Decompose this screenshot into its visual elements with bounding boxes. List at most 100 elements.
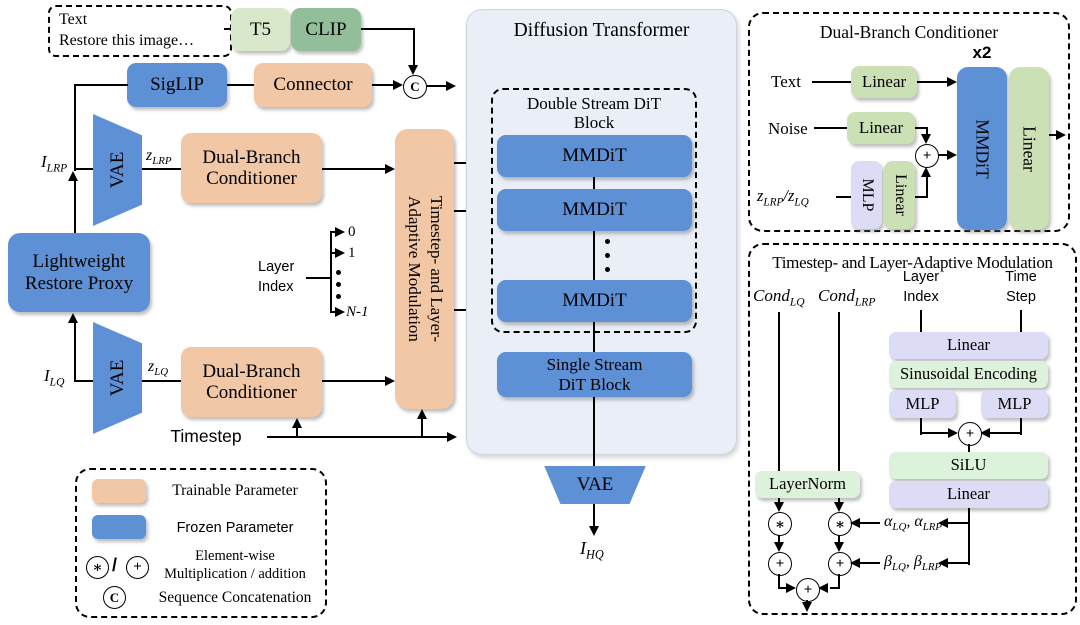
dbc-z-label: zLRP/zLQ: [757, 186, 809, 209]
wire: [593, 177, 596, 189]
z-lq-label: zLQ: [148, 358, 169, 379]
i-lq-label: ILQ: [44, 366, 65, 389]
tlam-linear-bottom: Linear: [889, 481, 1048, 508]
wire: [372, 84, 394, 87]
arrowhead: [850, 557, 860, 568]
arrowhead: [786, 582, 796, 593]
t5-block: T5: [231, 8, 290, 51]
wire: [322, 168, 386, 171]
dbc-linear-z: Linear: [884, 161, 915, 229]
single-stream-block: Single Stream DiT Block: [497, 352, 692, 397]
ellipsis-dot: [336, 294, 341, 299]
dbc-linear-text: Linear: [851, 66, 917, 98]
wire: [267, 436, 448, 439]
add-icon-left: +: [768, 552, 792, 576]
dual-branch-conditioner-bottom: Dual-Branch Conditioner: [181, 347, 322, 417]
ellipsis-dot: [605, 253, 610, 258]
tlam-layernorm-block: LayerNorm: [755, 471, 860, 498]
wire: [74, 168, 94, 171]
multiply-icon-left: ∗: [768, 512, 792, 536]
wire: [427, 85, 447, 88]
wire: [330, 311, 337, 314]
vae-encoder-bottom: VAE: [93, 322, 142, 434]
wire: [920, 310, 923, 332]
wire: [1020, 418, 1023, 435]
arrowhead: [393, 79, 403, 90]
wire: [948, 522, 969, 525]
arrowhead: [947, 149, 957, 160]
arrowhead: [850, 517, 860, 528]
dual-branch-conditioner-top: Dual-Branch Conditioner: [181, 133, 322, 203]
siglip-block: SigLIP: [127, 63, 227, 107]
arrowhead: [588, 526, 599, 536]
arrowhead: [948, 427, 958, 438]
wire: [361, 28, 415, 31]
arrowhead: [938, 517, 948, 528]
vae-encoder-top: VAE: [93, 114, 142, 226]
ellipsis-dot: [336, 270, 341, 275]
tlam-mlp-left: MLP: [889, 390, 956, 418]
wire: [322, 380, 386, 383]
dbc-mmdit-block: MMDiT: [957, 67, 1007, 230]
wire: [948, 562, 969, 565]
wire: [925, 127, 928, 136]
concat-symbol: C: [403, 75, 427, 99]
wire: [915, 127, 928, 130]
wire: [860, 522, 880, 525]
arrowhead: [773, 542, 784, 552]
arrowhead: [446, 80, 456, 91]
wire: [330, 231, 337, 234]
mmdit-block-1: MMDiT: [497, 135, 692, 177]
legend-frozen-label: Frozen Parameter: [176, 519, 294, 536]
multiply-icon: ∗: [86, 556, 109, 579]
wire: [74, 84, 128, 87]
legend-box: [75, 468, 327, 618]
wire: [968, 444, 971, 452]
wire: [227, 84, 254, 87]
index-0: 0: [348, 224, 356, 240]
wire: [812, 81, 851, 84]
wire: [1049, 134, 1058, 137]
legend-trainable-swatch: [92, 479, 146, 503]
wire: [915, 196, 928, 199]
wire: [920, 418, 923, 435]
wire: [920, 432, 950, 435]
wire: [73, 180, 76, 234]
multiply-icon-right: ∗: [828, 512, 852, 536]
i-hq-label: IHQ: [580, 538, 604, 562]
dbc-linear-noise: Linear: [847, 112, 915, 144]
wire: [778, 312, 781, 471]
mmdit-block-2: MMDiT: [497, 189, 692, 231]
double-stream-title: Double Stream DiT Block: [526, 93, 662, 132]
wire: [1020, 310, 1023, 332]
ellipsis-dot: [336, 282, 341, 287]
dbc-panel: [748, 12, 1070, 232]
vae-decoder: VAE: [544, 466, 646, 504]
arrowhead: [773, 502, 784, 512]
wire: [74, 380, 94, 383]
legend-elementwise-label: Element-wise Multiplication / addition: [164, 547, 306, 582]
dbc-mlp-block: MLP: [851, 161, 882, 229]
wire: [836, 196, 851, 199]
wire: [593, 322, 596, 352]
dit-title: Diffusion Transformer: [513, 20, 690, 42]
tlam-title: Timestep- and Layer-Adaptive Modulation: [772, 253, 1053, 273]
timestep-label: Timestep: [170, 426, 242, 447]
wire: [838, 535, 841, 543]
arrowhead: [335, 306, 345, 317]
arrowhead: [291, 418, 302, 428]
wire: [838, 312, 841, 471]
wire: [142, 168, 181, 171]
wire: [412, 28, 415, 66]
wire: [421, 418, 424, 437]
wire: [938, 154, 949, 157]
legend-concat-label: Sequence Concatenation: [158, 589, 312, 607]
tlam-linear-top: Linear: [889, 332, 1048, 359]
wire: [778, 587, 788, 590]
wire: [593, 397, 596, 466]
wire: [330, 252, 337, 255]
arrowhead: [68, 171, 78, 181]
index-1: 1: [348, 245, 356, 261]
prompt-box: Text Restore this image…: [48, 5, 232, 57]
